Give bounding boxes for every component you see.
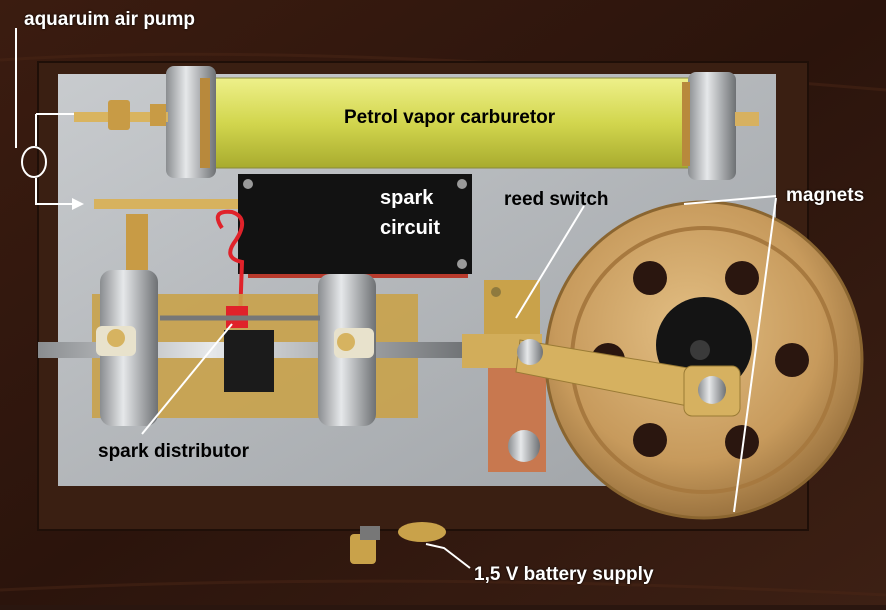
spark-distributor-label: spark distributor bbox=[98, 441, 249, 462]
annotation-lines bbox=[15, 28, 777, 569]
air-pump-label: aquaruim air pump bbox=[24, 9, 196, 30]
red-wire bbox=[215, 209, 245, 319]
magnets-label: magnets bbox=[786, 185, 865, 206]
cylinder-blocks bbox=[96, 270, 376, 426]
spark-circuit-label-line1: spark bbox=[380, 187, 434, 209]
spark-circuit-board bbox=[238, 174, 472, 278]
reed-switch-label: reed switch bbox=[504, 189, 609, 210]
connecting-rod bbox=[462, 334, 741, 417]
air-arrow-head bbox=[72, 198, 84, 210]
reed-switch-block bbox=[484, 280, 546, 472]
spark-circuit-label-line2: circuit bbox=[380, 217, 441, 239]
carburetor-tube bbox=[74, 66, 759, 180]
battery-terminals bbox=[350, 522, 446, 564]
carburetor-label: Petrol vapor carburetor bbox=[344, 107, 556, 128]
pump-symbol bbox=[21, 146, 47, 178]
battery-label: 1,5 V battery supply bbox=[474, 564, 654, 585]
